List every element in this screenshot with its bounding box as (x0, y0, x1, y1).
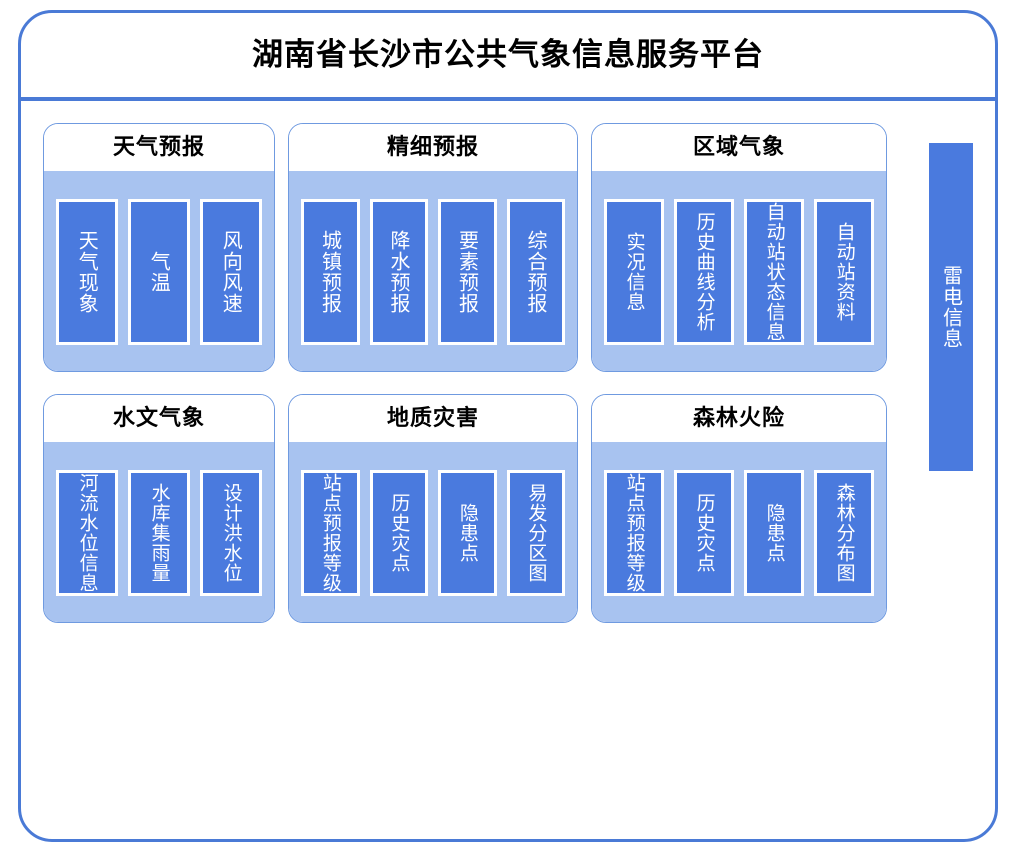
module-card[interactable]: 设计洪水位 (200, 470, 262, 596)
platform-frame: 湖南省长沙市公共气象信息服务平台 天气预报 天气现象 (18, 10, 998, 842)
panel-regional-meteorology[interactable]: 区域气象 实况信息 历史曲线分析 自动站状态信息 (591, 123, 887, 372)
platform-title-bar: 湖南省长沙市公共气象信息服务平台 (21, 13, 995, 97)
module-card-label: 天气现象 (75, 230, 100, 314)
module-card-label: 雷电信息 (939, 265, 964, 349)
module-card[interactable]: 自动站状态信息 (744, 199, 804, 345)
panel-header: 天气预报 (44, 124, 274, 171)
panel-title: 精细预报 (386, 134, 479, 160)
panels-area: 天气预报 天气现象 气温 风向风速 (43, 123, 901, 623)
panel-header: 区域气象 (592, 124, 886, 171)
module-card-label: 历史灾点 (693, 493, 716, 573)
panel-body: 站点预报等级 历史灾点 隐患点 森林分布图 (592, 442, 886, 622)
module-card[interactable]: 气温 (128, 199, 190, 345)
panel-geological-disaster[interactable]: 地质灾害 站点预报等级 历史灾点 隐患点 (288, 394, 578, 623)
module-card[interactable]: 历史灾点 (674, 470, 734, 596)
panel-title: 森林火险 (692, 405, 785, 431)
panel-hydrological-meteorology[interactable]: 水文气象 河流水位信息 水库集雨量 设计洪水位 (43, 394, 275, 623)
panel-header: 水文气象 (44, 395, 274, 442)
module-card-label: 设计洪水位 (220, 483, 243, 583)
modules-board: 天气预报 天气现象 气温 风向风速 (21, 101, 995, 839)
module-card[interactable]: 站点预报等级 (604, 470, 664, 596)
module-card[interactable]: 要素预报 (438, 199, 497, 345)
module-card-label: 实况信息 (623, 232, 646, 312)
module-card-label: 站点预报等级 (319, 473, 342, 593)
module-card-label: 要素预报 (455, 230, 480, 314)
module-card[interactable]: 河流水位信息 (56, 470, 118, 596)
panel-header: 地质灾害 (289, 395, 577, 442)
panel-weather-forecast[interactable]: 天气预报 天气现象 气温 风向风速 (43, 123, 275, 372)
module-card[interactable]: 实况信息 (604, 199, 664, 345)
module-card-label: 隐患点 (456, 503, 479, 563)
panel-body: 河流水位信息 水库集雨量 设计洪水位 (44, 442, 274, 622)
module-card[interactable]: 综合预报 (506, 199, 565, 345)
module-card-label: 自动站状态信息 (763, 202, 786, 342)
module-card-label: 气温 (147, 251, 172, 293)
module-card-label: 河流水位信息 (76, 473, 99, 593)
module-card[interactable]: 风向风速 (200, 199, 262, 345)
module-card[interactable]: 降水预报 (369, 199, 428, 345)
module-card-label: 历史曲线分析 (693, 212, 716, 332)
panel-title: 区域气象 (692, 134, 785, 160)
module-card[interactable]: 站点预报等级 (301, 470, 360, 596)
panel-body: 天气现象 气温 风向风速 (44, 171, 274, 371)
module-card[interactable]: 易发分区图 (506, 470, 565, 596)
module-card[interactable]: 水库集雨量 (128, 470, 190, 596)
panel-title: 天气预报 (112, 134, 205, 160)
module-card[interactable]: 城镇预报 (301, 199, 360, 345)
module-card-label: 城镇预报 (318, 230, 343, 314)
module-card[interactable]: 历史灾点 (369, 470, 428, 596)
module-card[interactable]: 隐患点 (744, 470, 804, 596)
module-card-label: 站点预报等级 (623, 473, 646, 593)
module-card-label: 森林分布图 (833, 483, 856, 583)
panel-body: 城镇预报 降水预报 要素预报 综合预报 (289, 171, 577, 371)
module-card[interactable]: 天气现象 (56, 199, 118, 345)
page-title: 湖南省长沙市公共气象信息服务平台 (252, 36, 764, 73)
panel-row-top: 天气预报 天气现象 气温 风向风速 (43, 123, 901, 372)
panel-header: 精细预报 (289, 124, 577, 171)
module-card-label: 隐患点 (763, 503, 786, 563)
panel-refined-forecast[interactable]: 精细预报 城镇预报 降水预报 要素预报 (288, 123, 578, 372)
module-card[interactable]: 隐患点 (438, 470, 497, 596)
panel-header: 森林火险 (592, 395, 886, 442)
module-card[interactable]: 历史曲线分析 (674, 199, 734, 345)
module-card-label: 降水预报 (386, 230, 411, 314)
module-card-label: 历史灾点 (388, 493, 411, 573)
panel-title: 地质灾害 (386, 405, 479, 431)
title-divider (21, 97, 995, 101)
panel-title: 水文气象 (112, 405, 205, 431)
module-card-label: 水库集雨量 (148, 483, 171, 583)
panel-body: 实况信息 历史曲线分析 自动站状态信息 自动站资料 (592, 171, 886, 371)
module-card[interactable]: 森林分布图 (814, 470, 874, 596)
module-card-lightning-info[interactable]: 雷电信息 (929, 143, 973, 471)
panel-row-bottom: 水文气象 河流水位信息 水库集雨量 设计洪水位 (43, 394, 901, 623)
module-card-label: 易发分区图 (525, 483, 548, 583)
module-card[interactable]: 自动站资料 (814, 199, 874, 345)
panel-forest-fire-risk[interactable]: 森林火险 站点预报等级 历史灾点 隐患点 (591, 394, 887, 623)
panel-body: 站点预报等级 历史灾点 隐患点 易发分区图 (289, 442, 577, 622)
module-card-label: 风向风速 (219, 230, 244, 314)
module-card-label: 综合预报 (523, 230, 548, 314)
module-card-label: 自动站资料 (833, 222, 856, 322)
